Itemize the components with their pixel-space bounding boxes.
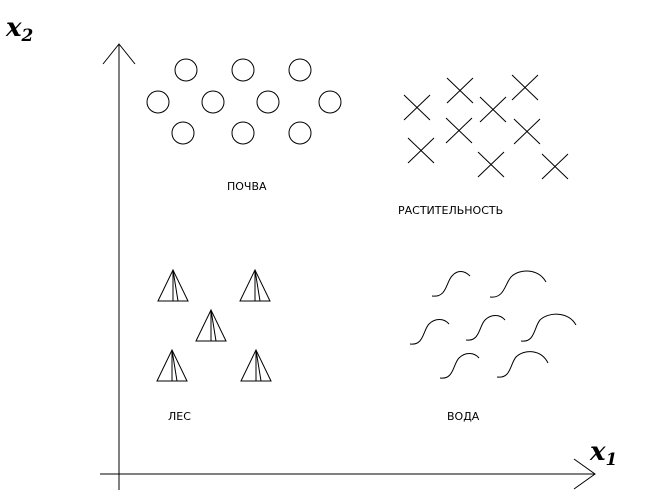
cluster-soil [146,58,342,145]
circle-marker [256,90,280,114]
cross-marker [477,151,505,178]
circle-marker [288,58,312,82]
circle-marker [231,58,255,82]
y-axis-label-main: x [5,13,22,43]
wave-marker [520,313,577,342]
y-axis-label-subscript: 2 [21,26,34,46]
circle-marker [174,58,198,82]
wave-marker [431,271,471,297]
circle-marker [288,121,312,145]
cluster-water [409,270,577,379]
y-axis-label: x2 [5,13,34,46]
cluster-label-forest: ЛЕС [168,410,191,423]
cross-marker [445,117,473,144]
cross-marker [446,77,474,104]
cross-marker [403,94,431,121]
x-axis-label-main: x [589,437,606,467]
circle-marker [231,121,255,145]
triangle-marker [239,268,271,302]
cluster-forest [156,268,272,382]
triangle-marker [240,348,272,382]
wave-marker [489,270,547,298]
circle-marker [318,90,342,114]
cross-marker [541,153,569,180]
cross-marker [513,118,541,145]
x-axis-label: x1 [589,437,617,470]
wave-marker [439,353,480,379]
wave-marker [465,315,506,341]
cross-marker [407,137,435,164]
x-axis-arrowhead [573,458,596,490]
triangle-marker [195,308,227,342]
cluster-label-water: ВОДА [447,410,480,423]
wave-marker [496,351,549,378]
circle-marker [171,121,195,145]
x-axis-label-subscript: 1 [606,450,618,470]
cluster-label-soil: ПОЧВА [227,180,267,193]
axes [100,43,596,490]
triangle-marker [156,348,188,382]
cross-marker [511,74,539,101]
cluster-label-vegetation: РАСТИТЕЛЬНОСТЬ [398,204,503,217]
y-axis-arrowhead [102,43,136,65]
wave-marker [409,319,450,345]
cross-marker [479,96,507,123]
circle-marker [146,90,170,114]
triangle-marker [157,268,189,302]
cluster-vegetation [403,74,569,180]
circle-marker [201,90,225,114]
